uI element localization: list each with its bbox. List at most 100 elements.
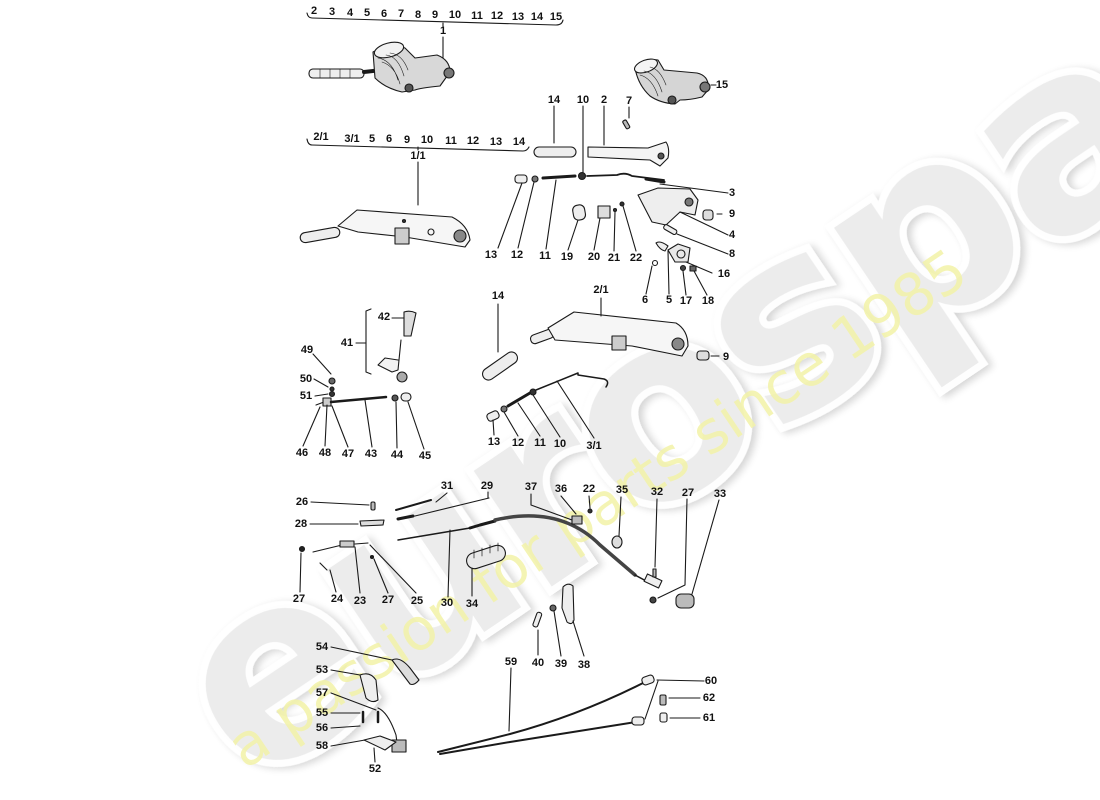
cable-parts-26-31[interactable] bbox=[298, 491, 490, 598]
callout-g1-8[interactable]: 8 bbox=[414, 9, 422, 21]
callout-g1-14[interactable]: 14 bbox=[530, 11, 544, 23]
small-parts-19-22[interactable] bbox=[567, 201, 637, 252]
callout-p3-1[interactable]: 3/1 bbox=[586, 440, 602, 452]
callout-p37[interactable]: 37 bbox=[524, 481, 538, 493]
callout-p21[interactable]: 21 bbox=[607, 252, 621, 264]
callout-p32[interactable]: 32 bbox=[650, 486, 664, 498]
callout-p48[interactable]: 48 bbox=[318, 447, 332, 459]
callout-p3[interactable]: 3 bbox=[728, 187, 736, 199]
callout-p9a[interactable]: 9 bbox=[728, 208, 736, 220]
callout-g1-5[interactable]: 5 bbox=[363, 7, 371, 19]
callout-g2-12[interactable]: 12 bbox=[466, 135, 480, 147]
callout-g2-11[interactable]: 11 bbox=[445, 135, 457, 147]
callout-p57[interactable]: 57 bbox=[315, 687, 329, 699]
clips-35-37[interactable] bbox=[530, 493, 623, 549]
callout-p29[interactable]: 29 bbox=[480, 480, 494, 492]
callout-p11a[interactable]: 11 bbox=[539, 250, 551, 262]
callout-p62[interactable]: 62 bbox=[702, 692, 716, 704]
callout-g1-12[interactable]: 12 bbox=[490, 10, 504, 22]
cable-main-30[interactable] bbox=[468, 514, 663, 589]
callout-p4[interactable]: 4 bbox=[728, 229, 736, 241]
callout-p2[interactable]: 2 bbox=[600, 94, 608, 106]
callout-p15[interactable]: 15 bbox=[715, 79, 729, 91]
pin-8[interactable] bbox=[663, 224, 729, 255]
callout-p55[interactable]: 55 bbox=[315, 707, 329, 719]
callout-p14b[interactable]: 14 bbox=[491, 290, 505, 302]
callout-p13a[interactable]: 13 bbox=[484, 249, 498, 261]
callout-p34[interactable]: 34 bbox=[465, 598, 479, 610]
callout-p23[interactable]: 23 bbox=[353, 595, 367, 607]
callout-p12b[interactable]: 12 bbox=[511, 437, 525, 449]
callout-p11b[interactable]: 11 bbox=[534, 437, 546, 449]
callout-p49[interactable]: 49 bbox=[300, 344, 314, 356]
callout-g2-3-1[interactable]: 3/1 bbox=[344, 133, 360, 145]
callout-p14a[interactable]: 14 bbox=[547, 94, 561, 106]
callout-p9b[interactable]: 9 bbox=[722, 351, 730, 363]
rod-3-assembly[interactable] bbox=[497, 105, 729, 250]
callout-g2-6[interactable]: 6 bbox=[385, 133, 393, 145]
cable-end-fittings-27-33[interactable] bbox=[649, 498, 720, 609]
pin-7[interactable] bbox=[622, 106, 631, 130]
callout-p40[interactable]: 40 bbox=[531, 657, 545, 669]
callout-g1-7[interactable]: 7 bbox=[397, 8, 405, 20]
callout-g1-10[interactable]: 10 bbox=[448, 9, 462, 21]
strap-38-bolt-40[interactable] bbox=[532, 583, 585, 657]
callout-p6[interactable]: 6 bbox=[641, 294, 649, 306]
bushing-9-upper[interactable] bbox=[702, 209, 723, 221]
callout-p42[interactable]: 42 bbox=[377, 311, 391, 323]
callout-p41[interactable]: 41 bbox=[340, 337, 354, 349]
callout-p50[interactable]: 50 bbox=[299, 373, 313, 385]
callout-p8[interactable]: 8 bbox=[728, 248, 736, 260]
callout-p30[interactable]: 30 bbox=[440, 597, 454, 609]
callout-g1-11[interactable]: 11 bbox=[471, 10, 483, 22]
callout-p17[interactable]: 17 bbox=[679, 295, 693, 307]
handbrake-lever-1-1[interactable] bbox=[299, 209, 471, 248]
callout-p22b[interactable]: 22 bbox=[582, 483, 596, 495]
callout-p12a[interactable]: 12 bbox=[510, 249, 524, 261]
callout-p10a[interactable]: 10 bbox=[576, 94, 590, 106]
callout-p18[interactable]: 18 bbox=[701, 295, 715, 307]
callout-p59[interactable]: 59 bbox=[504, 656, 518, 668]
callout-p47[interactable]: 47 bbox=[341, 448, 355, 460]
callout-p44[interactable]: 44 bbox=[390, 449, 404, 461]
callout-a1-1[interactable]: 1/1 bbox=[410, 150, 426, 162]
callout-p52[interactable]: 52 bbox=[368, 763, 382, 775]
callout-g2-10[interactable]: 10 bbox=[420, 134, 434, 146]
handbrake-lever-with-boot[interactable] bbox=[308, 39, 455, 93]
callout-p51[interactable]: 51 bbox=[299, 390, 313, 402]
rod-3-1-assembly[interactable] bbox=[486, 372, 609, 439]
callout-g1-15[interactable]: 15 bbox=[549, 11, 563, 23]
callout-g2-5[interactable]: 5 bbox=[368, 133, 376, 145]
callout-g1-2[interactable]: 2 bbox=[310, 5, 318, 17]
callout-p10b[interactable]: 10 bbox=[553, 438, 567, 450]
callout-p2-1[interactable]: 2/1 bbox=[593, 284, 609, 296]
callout-p45[interactable]: 45 bbox=[418, 450, 432, 462]
callout-p19[interactable]: 19 bbox=[560, 251, 574, 263]
lever-boot-15[interactable] bbox=[633, 56, 717, 105]
callout-g1-6[interactable]: 6 bbox=[380, 8, 388, 20]
callout-p27b[interactable]: 27 bbox=[381, 594, 395, 606]
callout-p46[interactable]: 46 bbox=[295, 447, 309, 459]
callout-p7[interactable]: 7 bbox=[625, 95, 633, 107]
callout-p28[interactable]: 28 bbox=[294, 518, 308, 530]
callout-p38[interactable]: 38 bbox=[577, 659, 591, 671]
callout-p22a[interactable]: 22 bbox=[629, 252, 643, 264]
grip-14-lower[interactable] bbox=[480, 303, 520, 382]
callout-g2-14[interactable]: 14 bbox=[512, 136, 526, 148]
handbrake-lever-2-1[interactable] bbox=[529, 297, 720, 361]
callout-p27c[interactable]: 27 bbox=[681, 487, 695, 499]
lever-assembly-52[interactable] bbox=[330, 646, 420, 763]
callout-p20[interactable]: 20 bbox=[587, 251, 601, 263]
callout-p26[interactable]: 26 bbox=[295, 496, 309, 508]
shaft-43-assembly[interactable] bbox=[302, 353, 425, 450]
callout-p43[interactable]: 43 bbox=[364, 448, 378, 460]
callout-g1-13[interactable]: 13 bbox=[511, 11, 525, 23]
callout-p24[interactable]: 24 bbox=[330, 593, 344, 605]
callout-p13b[interactable]: 13 bbox=[487, 436, 501, 448]
callout-p35[interactable]: 35 bbox=[615, 484, 629, 496]
callout-g1-4[interactable]: 4 bbox=[346, 7, 354, 19]
callout-p58[interactable]: 58 bbox=[315, 740, 329, 752]
grip-14-upper[interactable] bbox=[533, 105, 577, 158]
lever-2[interactable] bbox=[587, 105, 670, 167]
callout-p60[interactable]: 60 bbox=[704, 675, 718, 687]
